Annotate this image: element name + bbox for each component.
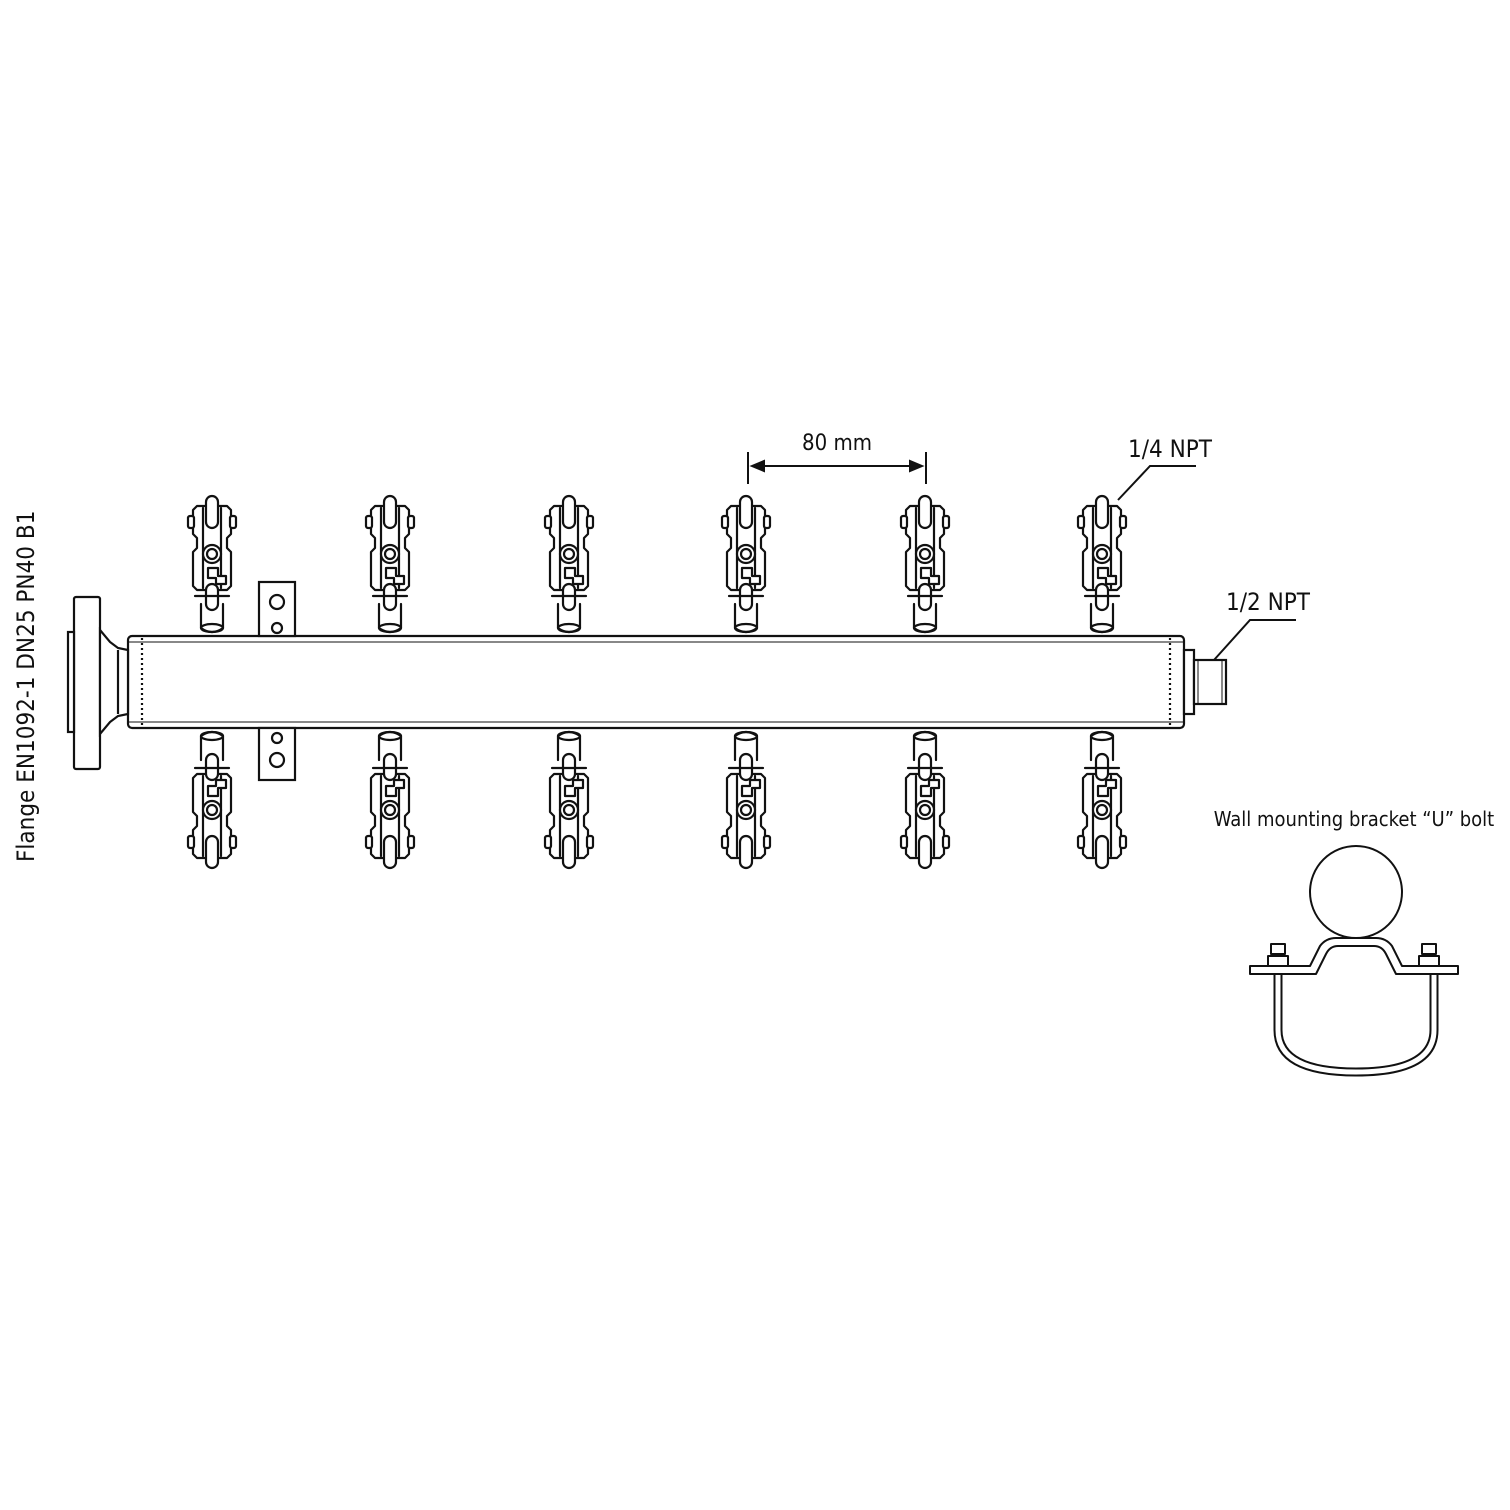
valve-top-4[interactable] [720,494,772,634]
valve-bottom-5[interactable] [899,730,951,870]
valve-top-5[interactable] [899,494,951,634]
manifold-pipe [126,634,1186,730]
valve-top-2[interactable] [364,494,416,634]
flange-label: Flange EN1092-1 DN25 PN40 B1 [12,511,40,862]
end-thread-label: 1/2 NPT [1226,588,1311,616]
mounting-plate-bottom [257,726,297,782]
valve-top-1[interactable] [186,494,238,634]
flange [66,595,130,771]
u-bolt-detail [1249,845,1459,1077]
spacing-label: 80 mm [802,431,872,456]
end-fitting [1182,648,1228,716]
valve-bottom-2[interactable] [364,730,416,870]
valve-bottom-3[interactable] [543,730,595,870]
pipe-section [1309,845,1403,939]
manifold-assembly [66,580,1228,782]
outlet-thread-label: 1/4 NPT [1128,435,1213,463]
bracket-label: Wall mounting bracket “U” bolt [1214,807,1494,831]
valve-bottom-4[interactable] [720,730,772,870]
mounting-plate-top [257,580,297,638]
bottom-valves [186,730,1128,870]
end-thread-leader [1213,619,1296,661]
valve-bottom-1[interactable] [186,730,238,870]
spacing-dimension [747,452,927,484]
top-valves [186,494,1128,634]
outlet-thread-leader [1117,465,1196,501]
valve-top-6[interactable] [1076,494,1128,634]
valve-bottom-6[interactable] [1076,730,1128,870]
valve-top-3[interactable] [543,494,595,634]
